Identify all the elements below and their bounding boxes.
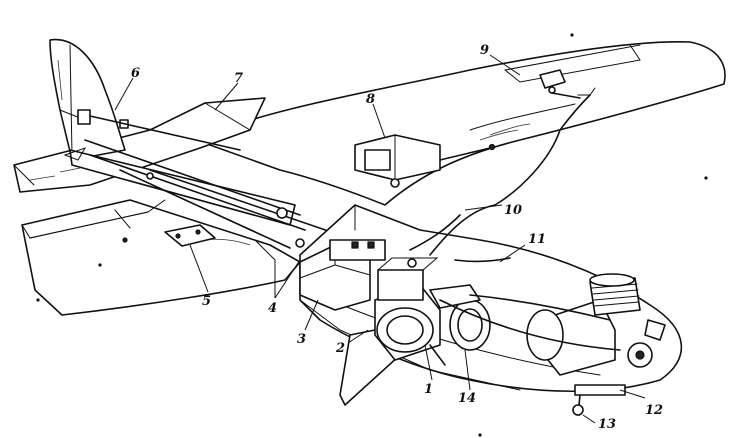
callout-9: 9: [480, 43, 489, 58]
callout-3: 3: [297, 332, 306, 347]
receiver-unit: [377, 257, 481, 309]
callout-7: 7: [234, 71, 243, 86]
tail-stabilizer: [13, 97, 266, 193]
callout-4: 4: [268, 301, 277, 316]
leader-lines: [114, 54, 646, 424]
vertical-fin: [49, 38, 126, 161]
callout-6: 6: [131, 66, 140, 81]
callout-1: 1: [424, 382, 433, 397]
battery-pack: [374, 284, 491, 366]
fuselage-boom: [59, 109, 341, 249]
callout-11: 11: [528, 232, 546, 247]
callout-5: 5: [202, 294, 211, 309]
scan-specks: [36, 33, 708, 437]
elevator-bracket: [164, 224, 216, 247]
callout-13: 13: [598, 417, 616, 432]
callout-12: 12: [645, 403, 663, 418]
elevator-hinge: [77, 109, 241, 151]
main-wing: [195, 40, 726, 206]
callout-numbers: 1 2 3 4 5 6 7 8 9 10 11 12 13 14: [131, 43, 663, 432]
engine: [526, 273, 666, 396]
callout-10: 10: [504, 203, 522, 218]
servo-block: [299, 239, 386, 311]
wing-servo: [354, 134, 496, 188]
callout-2: 2: [335, 341, 345, 356]
callout-14: 14: [458, 391, 476, 406]
aileron-horn: [539, 69, 581, 99]
callout-8: 8: [366, 92, 375, 107]
tow-hook: [572, 394, 584, 416]
left-wing: [21, 199, 301, 316]
